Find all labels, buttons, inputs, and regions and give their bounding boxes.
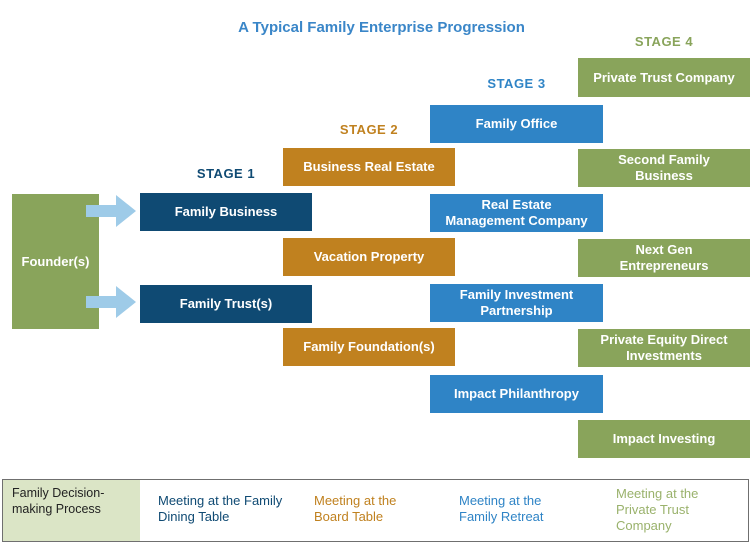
stage-2-item-business-real-estate: Business Real Estate <box>283 148 455 186</box>
stage-2-item-label: Family Foundation(s) <box>303 339 435 354</box>
footer-cell-stage-4: Meeting at the Private Trust Company <box>616 486 699 533</box>
stage-1-item-family-business: Family Business <box>140 193 312 231</box>
diagram-title: A Typical Family Enterprise Progression <box>238 19 525 36</box>
arrow-to-family-business-icon <box>86 195 136 227</box>
founder-box: Founder(s) <box>12 194 99 329</box>
stage-4-item-private-trust-company: Private Trust Company <box>578 58 750 97</box>
stage-3-item-family-office: Family Office <box>430 105 603 143</box>
footer-cell-stage-1: Meeting at the Family Dining Table <box>158 493 283 524</box>
stage-3-item-impact-philanthropy: Impact Philanthropy <box>430 375 603 413</box>
stage-3-item-label: Family Office <box>475 116 558 131</box>
footer-label: Family Decision-making Process <box>3 480 140 541</box>
stage-3-item-real-estate-management: Real Estate Management Company <box>430 194 603 232</box>
stage-2-item-label: Business Real Estate <box>303 159 435 174</box>
stage-3-item-label: Impact Philanthropy <box>454 386 579 401</box>
stage-2-label: STAGE 2 <box>339 122 399 137</box>
stage-4-item-next-gen-entrepreneurs: Next Gen Entrepreneurs <box>578 239 750 277</box>
founder-label: Founder(s) <box>21 253 90 269</box>
decision-making-footer: Family Decision-making Process Meeting a… <box>2 479 749 542</box>
stage-3-item-label: Family Investment Partnership <box>459 287 574 318</box>
stage-2-item-family-foundations: Family Foundation(s) <box>283 328 455 366</box>
stage-4-item-second-family-business: Second Family Business <box>578 149 750 187</box>
stage-4-item-label: Private Trust Company <box>593 69 735 85</box>
stage-4-item-label: Impact Investing <box>612 431 716 446</box>
stage-4-item-label: Second Family Business <box>618 152 710 183</box>
stage-1-item-label: Family Trust(s) <box>179 296 273 311</box>
stage-3-item-family-investment-partnership: Family Investment Partnership <box>430 284 603 322</box>
stage-1-item-label: Family Business <box>174 204 278 219</box>
stage-4-item-label: Next Gen Entrepreneurs <box>619 242 709 273</box>
stage-1-label: STAGE 1 <box>196 166 256 181</box>
stage-3-item-label: Real Estate Management Company <box>445 197 588 228</box>
stage-4-label: STAGE 4 <box>634 34 694 49</box>
arrow-to-family-trust-icon <box>86 286 136 318</box>
stage-4-item-private-equity: Private Equity Direct Investments <box>578 329 750 367</box>
stage-4-item-label: Private Equity Direct Investments <box>600 332 728 363</box>
stage-4-item-impact-investing: Impact Investing <box>578 420 750 458</box>
footer-cell-stage-3: Meeting at the Family Retreat <box>459 493 544 524</box>
footer-cell-stage-2: Meeting at the Board Table <box>314 493 397 524</box>
stage-1-item-family-trusts: Family Trust(s) <box>140 285 312 323</box>
stage-2-item-label: Vacation Property <box>313 249 425 264</box>
stage-2-item-vacation-property: Vacation Property <box>283 238 455 276</box>
stage-3-label: STAGE 3 <box>487 76 546 91</box>
